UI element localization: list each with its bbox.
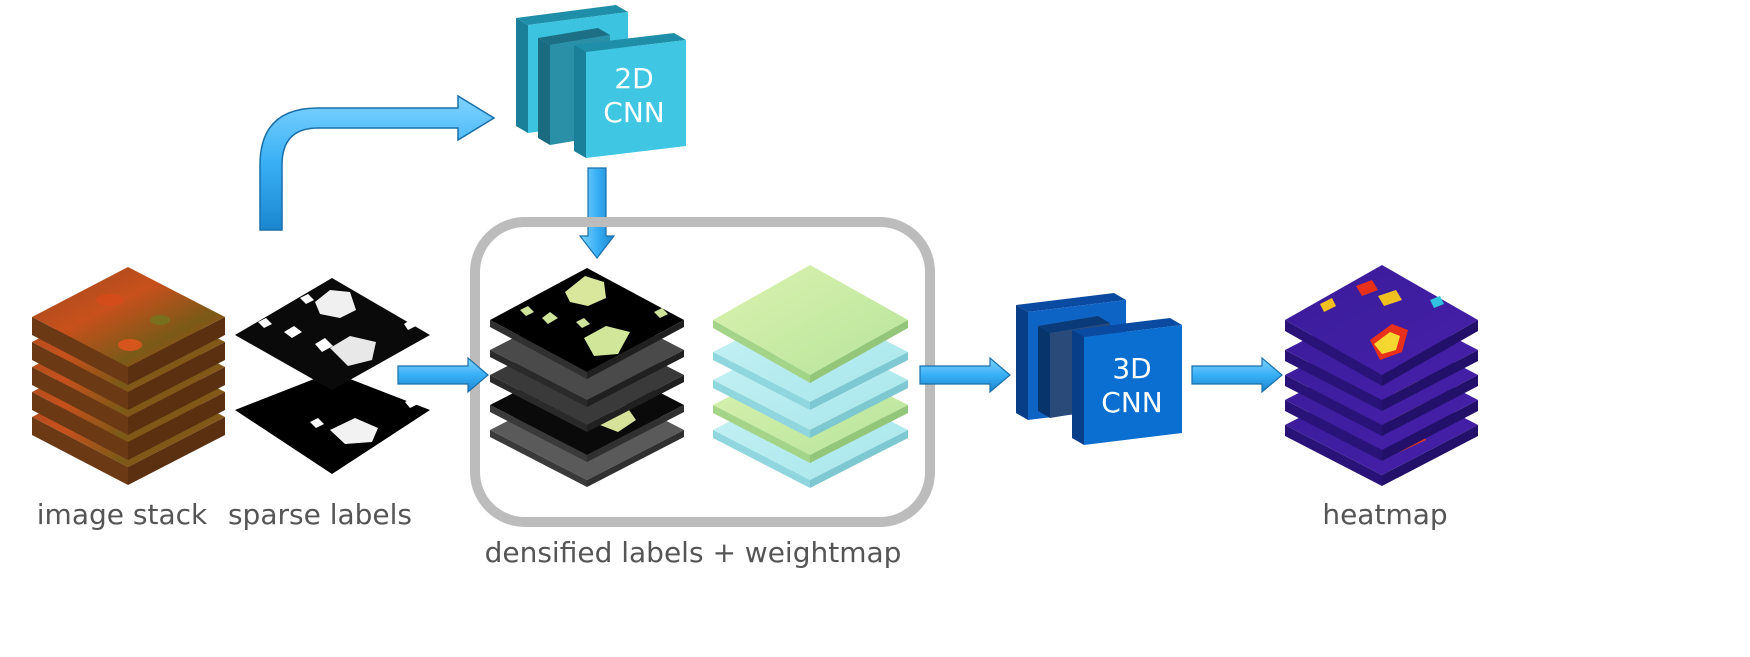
heatmap-icon	[1285, 265, 1478, 486]
label-sparse-labels: sparse labels	[227, 498, 413, 531]
arrow-sparse-to-densified	[397, 356, 489, 394]
weightmap-layer	[713, 265, 908, 383]
cnn-3d-label-line2: CNN	[1101, 386, 1162, 419]
arrow-3d-cnn-to-heatmap	[1191, 356, 1283, 394]
arrow-down-to-densified	[578, 167, 616, 259]
cnn-2d-label-line2: CNN	[603, 96, 664, 129]
weightmap-icon	[713, 265, 908, 488]
sparse-label-layer	[235, 278, 430, 390]
label-heatmap: heatmap	[1322, 498, 1448, 531]
arrow-densified-to-3d-cnn	[919, 356, 1011, 394]
densified-label-layer	[490, 268, 684, 379]
label-image-stack: image stack	[36, 498, 208, 531]
heatmap-layer	[1285, 265, 1478, 386]
cnn-3d-label-line1: 3D	[1112, 352, 1151, 385]
cnn-2d-block: 2D CNN	[516, 5, 686, 158]
densified-labels-icon	[490, 268, 684, 487]
image-stack-icon	[32, 267, 225, 485]
arrow-to-2d-cnn	[259, 94, 496, 231]
sparse-label-layer	[235, 372, 430, 474]
label-densified: densified labels + weightmap	[484, 536, 902, 569]
cnn-3d-block: 3D CNN	[1016, 293, 1182, 445]
cnn-2d-label-line1: 2D	[614, 62, 653, 95]
image-stack-layer	[32, 267, 225, 385]
sparse-labels-icon	[235, 278, 430, 474]
